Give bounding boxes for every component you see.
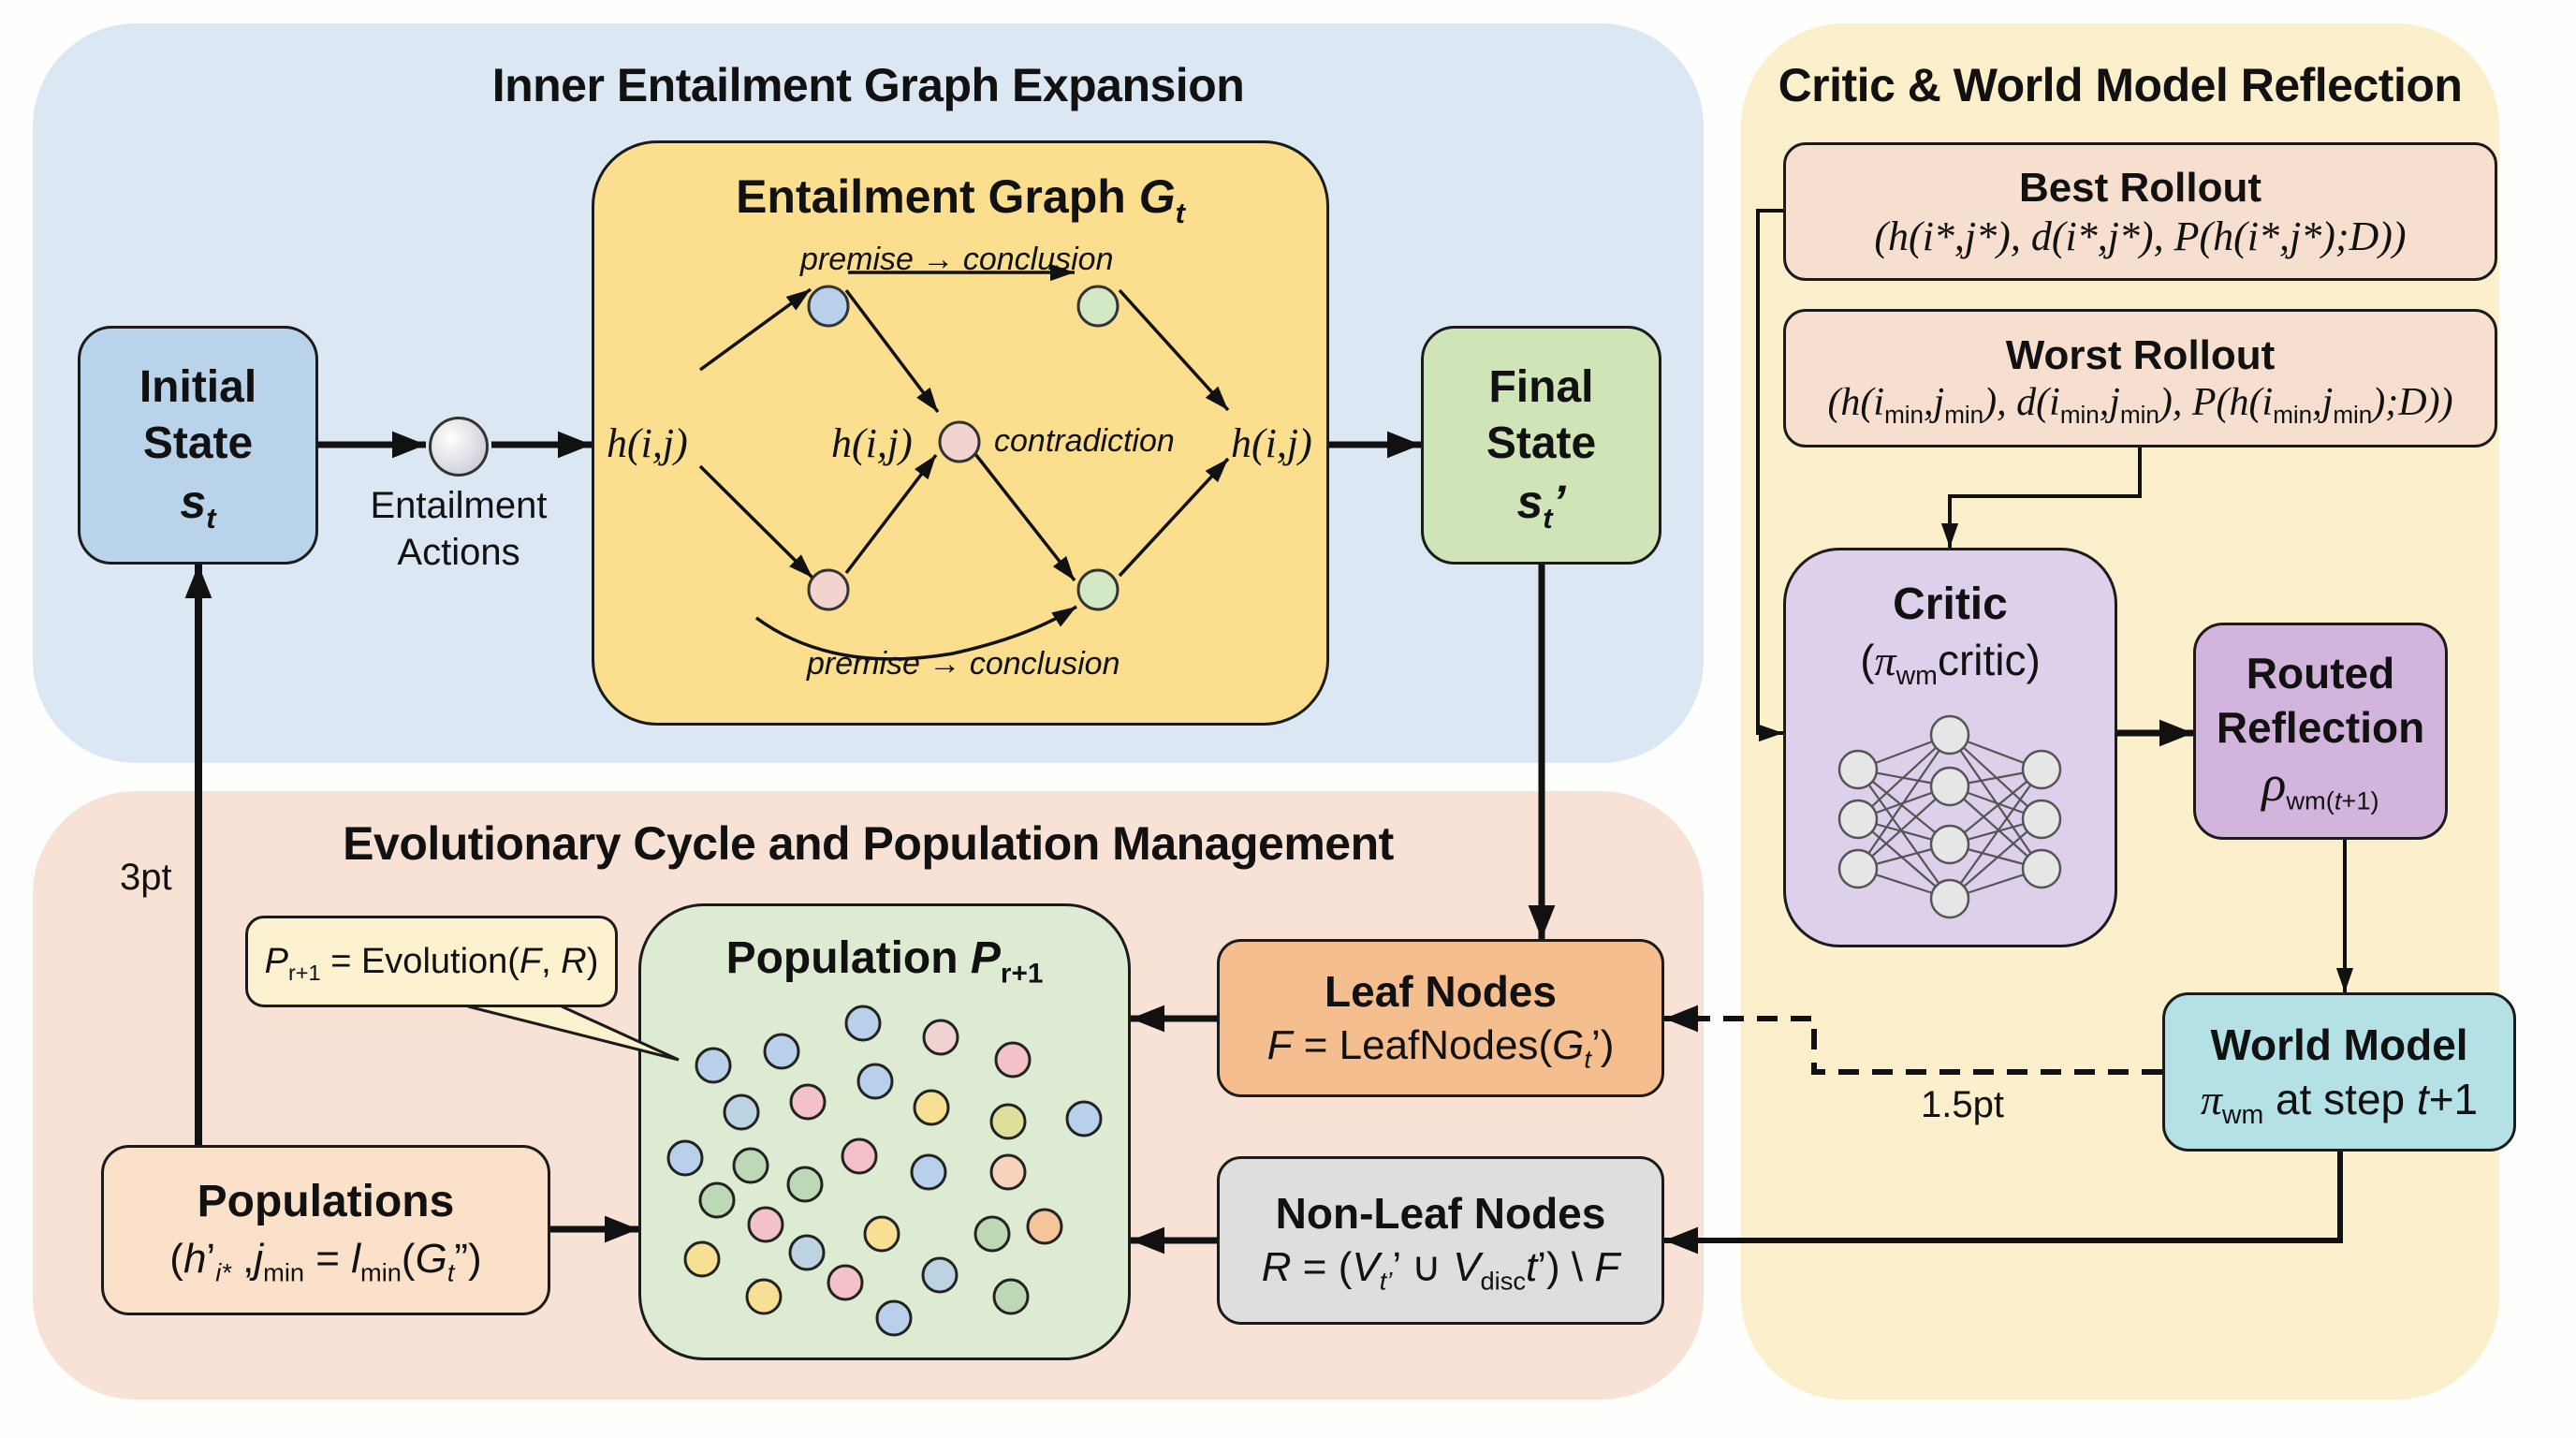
- entailment-graph-box[interactable]: Entailment Graph Gt: [592, 140, 1329, 726]
- world-model-title: World Model: [2210, 1020, 2468, 1069]
- population-box[interactable]: Population Pr+1: [638, 903, 1131, 1360]
- dashed-worldmodel-to-leaf: [1664, 1005, 2162, 1075]
- non-leaf-nodes-formula: R = (Vt’’ ∪ Vdisct’) \ F: [1261, 1244, 1620, 1296]
- entailment-actions-line1: Entailment: [370, 485, 548, 526]
- graph-hypothesis-right: h(i,j): [1231, 420, 1312, 466]
- dashed-weight-label: 1.5pt: [1921, 1084, 2004, 1125]
- non-leaf-nodes-box[interactable]: Non-Leaf Nodes R = (Vt’’ ∪ Vdisct’) \ F: [1217, 1156, 1664, 1325]
- evolution-formula: Pr+1 = Evolution(F, R): [264, 941, 599, 985]
- graph-hypothesis-left: h(i,j): [607, 420, 688, 466]
- routed-reflection-line2: Reflection: [2216, 703, 2425, 752]
- populations-box[interactable]: Populations (h’i* ,jmin = lmin(Gt”): [101, 1145, 550, 1315]
- routed-reflection-line1: Routed: [2246, 649, 2395, 697]
- final-state-box[interactable]: Final State st’: [1421, 326, 1661, 565]
- world-model-subtitle: πwm at step t+1: [2200, 1074, 2479, 1130]
- evolution-formula-bubble: Pr+1 = Evolution(F, R): [245, 916, 618, 1007]
- inner-panel-title: Inner Entailment Graph Expansion: [491, 59, 1245, 111]
- entailment-actions-line2: Actions: [397, 532, 520, 573]
- arrow-worst-to-critic: [1940, 448, 2142, 548]
- arrow-best-to-critic: [1756, 209, 1783, 742]
- leaf-nodes-box[interactable]: Leaf Nodes F = LeafNodes(Gt’): [1217, 939, 1664, 1097]
- entailment-actions-label: Entailment Actions: [346, 482, 571, 576]
- populations-formula: (h’i* ,jmin = lmin(Gt”): [169, 1236, 482, 1287]
- non-leaf-nodes-title: Non-Leaf Nodes: [1275, 1189, 1606, 1238]
- evolution-panel-title: Evolutionary Cycle and Population Manage…: [343, 817, 1394, 870]
- world-model-box[interactable]: World Model πwm at step t+1: [2162, 992, 2516, 1152]
- critic-subtitle: (πwmcritic): [1860, 636, 2041, 691]
- feedback-weight-label: 3pt: [120, 857, 172, 898]
- critic-panel-title: Critic & World Model Reflection: [1778, 59, 2463, 111]
- best-rollout-box[interactable]: Best Rollout (h(i*,j*), d(i*,j*), P(h(i*…: [1783, 142, 2497, 281]
- leaf-nodes-title: Leaf Nodes: [1325, 966, 1557, 1016]
- critic-box[interactable]: Critic (πwmcritic): [1783, 548, 2117, 947]
- graph-top-label: premise → conclusion: [800, 242, 1114, 277]
- graph-hypothesis-mid: h(i,j): [831, 420, 913, 466]
- arrow-worldmodel-to-nonleaf: [1664, 1152, 2343, 1255]
- routed-reflection-box[interactable]: Routed Reflection ρwm(t+1): [2193, 623, 2448, 840]
- initial-state-line1: Initial: [139, 361, 257, 412]
- worst-rollout-formula: (h(imin,jmin), d(imin,jmin), P(h(imin,jm…: [1827, 381, 2453, 430]
- final-state-symbol: st’: [1516, 475, 1566, 535]
- best-rollout-formula: (h(i*,j*), d(i*,j*), P(h(i*,j*);D)): [1874, 213, 2407, 259]
- leaf-nodes-formula: F = LeafNodes(Gt’): [1266, 1021, 1615, 1074]
- best-rollout-title: Best Rollout: [2018, 164, 2262, 211]
- initial-state-symbol: st: [180, 475, 216, 535]
- graph-bottom-label: premise → conclusion: [807, 646, 1120, 682]
- graph-contradiction-label: contradiction: [994, 423, 1175, 459]
- initial-state-box[interactable]: Initial State st: [78, 326, 318, 565]
- entailment-graph-title: Entailment Graph Gt: [736, 170, 1185, 229]
- populations-title: Populations: [197, 1177, 455, 1226]
- initial-state-line2: State: [142, 418, 254, 468]
- routed-reflection-symbol: ρwm(t+1): [2261, 756, 2379, 815]
- worst-rollout-title: Worst Rollout: [2005, 332, 2276, 378]
- final-state-line2: State: [1486, 418, 1597, 468]
- final-state-line1: Final: [1488, 361, 1594, 412]
- population-title: Population Pr+1: [725, 933, 1044, 990]
- action-node-icon: [429, 417, 489, 477]
- worst-rollout-box[interactable]: Worst Rollout (h(imin,jmin), d(imin,jmin…: [1783, 309, 2497, 448]
- critic-title: Critic: [1893, 580, 2008, 629]
